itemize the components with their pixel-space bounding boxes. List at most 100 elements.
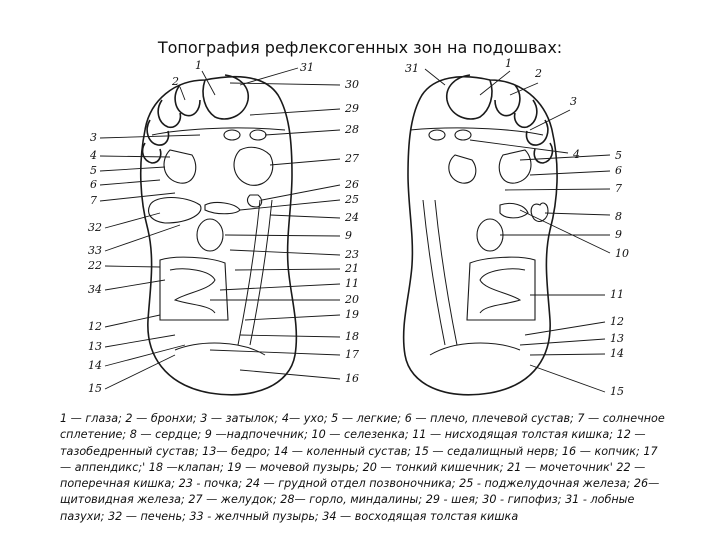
right-ear-zone bbox=[429, 130, 445, 140]
right-foot-label-4: 4 bbox=[572, 148, 580, 161]
left-lung-zone bbox=[164, 150, 196, 183]
right-foot-leader-12 bbox=[525, 322, 605, 335]
left-heel-zone bbox=[175, 343, 265, 355]
left-foot-label-6: 6 bbox=[90, 178, 97, 191]
left-foot-label-31: 31 bbox=[300, 61, 314, 74]
left-foot-leader-6 bbox=[100, 180, 160, 185]
left-foot-label-34: 34 bbox=[88, 283, 102, 296]
right-foot-label-10: 10 bbox=[615, 247, 629, 260]
left-eye-zone bbox=[224, 130, 240, 140]
right-foot-toe-3 bbox=[515, 100, 537, 127]
left-foot-leader-27 bbox=[270, 159, 340, 165]
left-foot-label-22: 22 bbox=[87, 259, 102, 272]
left-kidney-zone bbox=[197, 219, 223, 251]
right-foot-leader-6 bbox=[530, 171, 610, 175]
right-stomach-zone bbox=[449, 155, 476, 183]
right-foot-big-toe bbox=[447, 75, 492, 119]
left-foot-label-14: 14 bbox=[88, 359, 102, 372]
right-eye-zone bbox=[455, 130, 471, 140]
right-foot-label-6: 6 bbox=[615, 164, 622, 177]
left-foot-label-5: 5 bbox=[90, 164, 97, 177]
legend-text: 1 — глаза; 2 — бронхи; 3 — затылок; 4— у… bbox=[60, 411, 670, 525]
left-foot-label-25: 25 bbox=[344, 193, 359, 206]
left-foot-label-16: 16 bbox=[345, 372, 359, 385]
left-foot-label-15: 15 bbox=[88, 382, 102, 395]
left-foot-leader-29 bbox=[250, 109, 340, 115]
left-foot-label-27: 27 bbox=[344, 152, 359, 165]
right-foot-leader-8 bbox=[545, 213, 610, 215]
right-foot-label-13: 13 bbox=[610, 332, 624, 345]
right-spine-zone bbox=[423, 200, 457, 345]
left-foot-leader-21 bbox=[235, 269, 340, 270]
left-foot-label-17: 17 bbox=[345, 348, 359, 361]
left-foot-label-18: 18 bbox=[345, 330, 359, 343]
left-foot-leader-34 bbox=[105, 280, 165, 290]
right-foot-leader-1 bbox=[480, 71, 510, 95]
right-foot-label-5: 5 bbox=[615, 149, 622, 162]
right-foot-leader-14 bbox=[530, 354, 605, 355]
left-foot-leader-13 bbox=[105, 335, 175, 347]
right-foot-label-2: 2 bbox=[534, 67, 542, 80]
left-foot-label-4: 4 bbox=[89, 149, 97, 162]
left-foot-label-33: 33 bbox=[88, 244, 102, 257]
right-colon-zone bbox=[467, 257, 535, 320]
left-foot-leader-2 bbox=[180, 87, 185, 100]
right-spleen-zone bbox=[500, 203, 528, 217]
right-foot-leader-10 bbox=[520, 210, 610, 253]
right-foot-leader-15 bbox=[530, 365, 605, 392]
right-foot-toe-5 bbox=[534, 143, 552, 163]
left-foot-leader-9 bbox=[225, 235, 340, 236]
left-foot-leader-11 bbox=[220, 284, 340, 290]
right-heart-zone bbox=[531, 203, 548, 221]
left-foot-big-toe bbox=[203, 75, 248, 119]
left-foot-label-19: 19 bbox=[345, 308, 359, 321]
left-foot-leader-24 bbox=[270, 215, 340, 218]
right-foot-label-8: 8 bbox=[615, 210, 622, 223]
left-foot-label-30: 30 bbox=[345, 78, 359, 91]
left-foot-label-26: 26 bbox=[344, 178, 359, 191]
left-foot-leader-18 bbox=[240, 335, 340, 337]
left-foot-leader-4 bbox=[100, 156, 170, 157]
right-foot-leader-7 bbox=[505, 189, 610, 190]
left-foot-leader-32 bbox=[105, 213, 160, 228]
left-foot-leader-3 bbox=[100, 135, 200, 138]
left-stomach-zone bbox=[234, 147, 273, 185]
left-foot-toe-2 bbox=[175, 85, 200, 116]
right-kidney-zone bbox=[477, 219, 503, 251]
left-foot-leader-15 bbox=[105, 355, 175, 389]
left-foot-label-28: 28 bbox=[344, 123, 359, 136]
left-foot-label-11: 11 bbox=[345, 277, 359, 290]
left-foot-label-23: 23 bbox=[344, 248, 359, 261]
left-pancreas-zone bbox=[205, 203, 240, 214]
left-foot-leader-28 bbox=[265, 130, 340, 135]
left-foot-leader-31 bbox=[240, 68, 298, 85]
left-foot-leader-12 bbox=[105, 315, 160, 327]
left-foot-leader-17 bbox=[210, 350, 340, 355]
left-foot-leader-16 bbox=[240, 370, 340, 379]
left-spine-zone bbox=[238, 200, 272, 345]
left-foot-label-32: 32 bbox=[88, 221, 102, 234]
right-foot-leader-5 bbox=[520, 155, 610, 160]
right-foot-label-7: 7 bbox=[615, 182, 622, 195]
left-foot-label-12: 12 bbox=[88, 320, 102, 333]
left-foot-leader-19 bbox=[245, 315, 340, 320]
right-intestine-zone bbox=[480, 269, 525, 313]
right-foot-label-31: 31 bbox=[405, 62, 419, 75]
left-foot-toe-5 bbox=[143, 143, 161, 163]
left-foot-leader-33 bbox=[105, 225, 180, 251]
right-foot-label-12: 12 bbox=[610, 315, 624, 328]
left-foot-toe-3 bbox=[158, 100, 180, 127]
right-foot-label-1: 1 bbox=[505, 57, 512, 70]
right-foot-toe-2 bbox=[495, 85, 520, 116]
left-foot-leader-30 bbox=[230, 83, 340, 85]
right-heel-zone bbox=[430, 343, 520, 355]
left-foot-label-29: 29 bbox=[344, 102, 359, 115]
left-foot-label-21: 21 bbox=[344, 262, 359, 275]
left-foot-label-13: 13 bbox=[88, 340, 102, 353]
left-foot-label-7: 7 bbox=[90, 194, 97, 207]
left-foot-label-2: 2 bbox=[171, 75, 179, 88]
right-foot-label-14: 14 bbox=[610, 347, 624, 360]
right-foot-label-15: 15 bbox=[610, 385, 624, 398]
left-foot-label-20: 20 bbox=[344, 293, 359, 306]
